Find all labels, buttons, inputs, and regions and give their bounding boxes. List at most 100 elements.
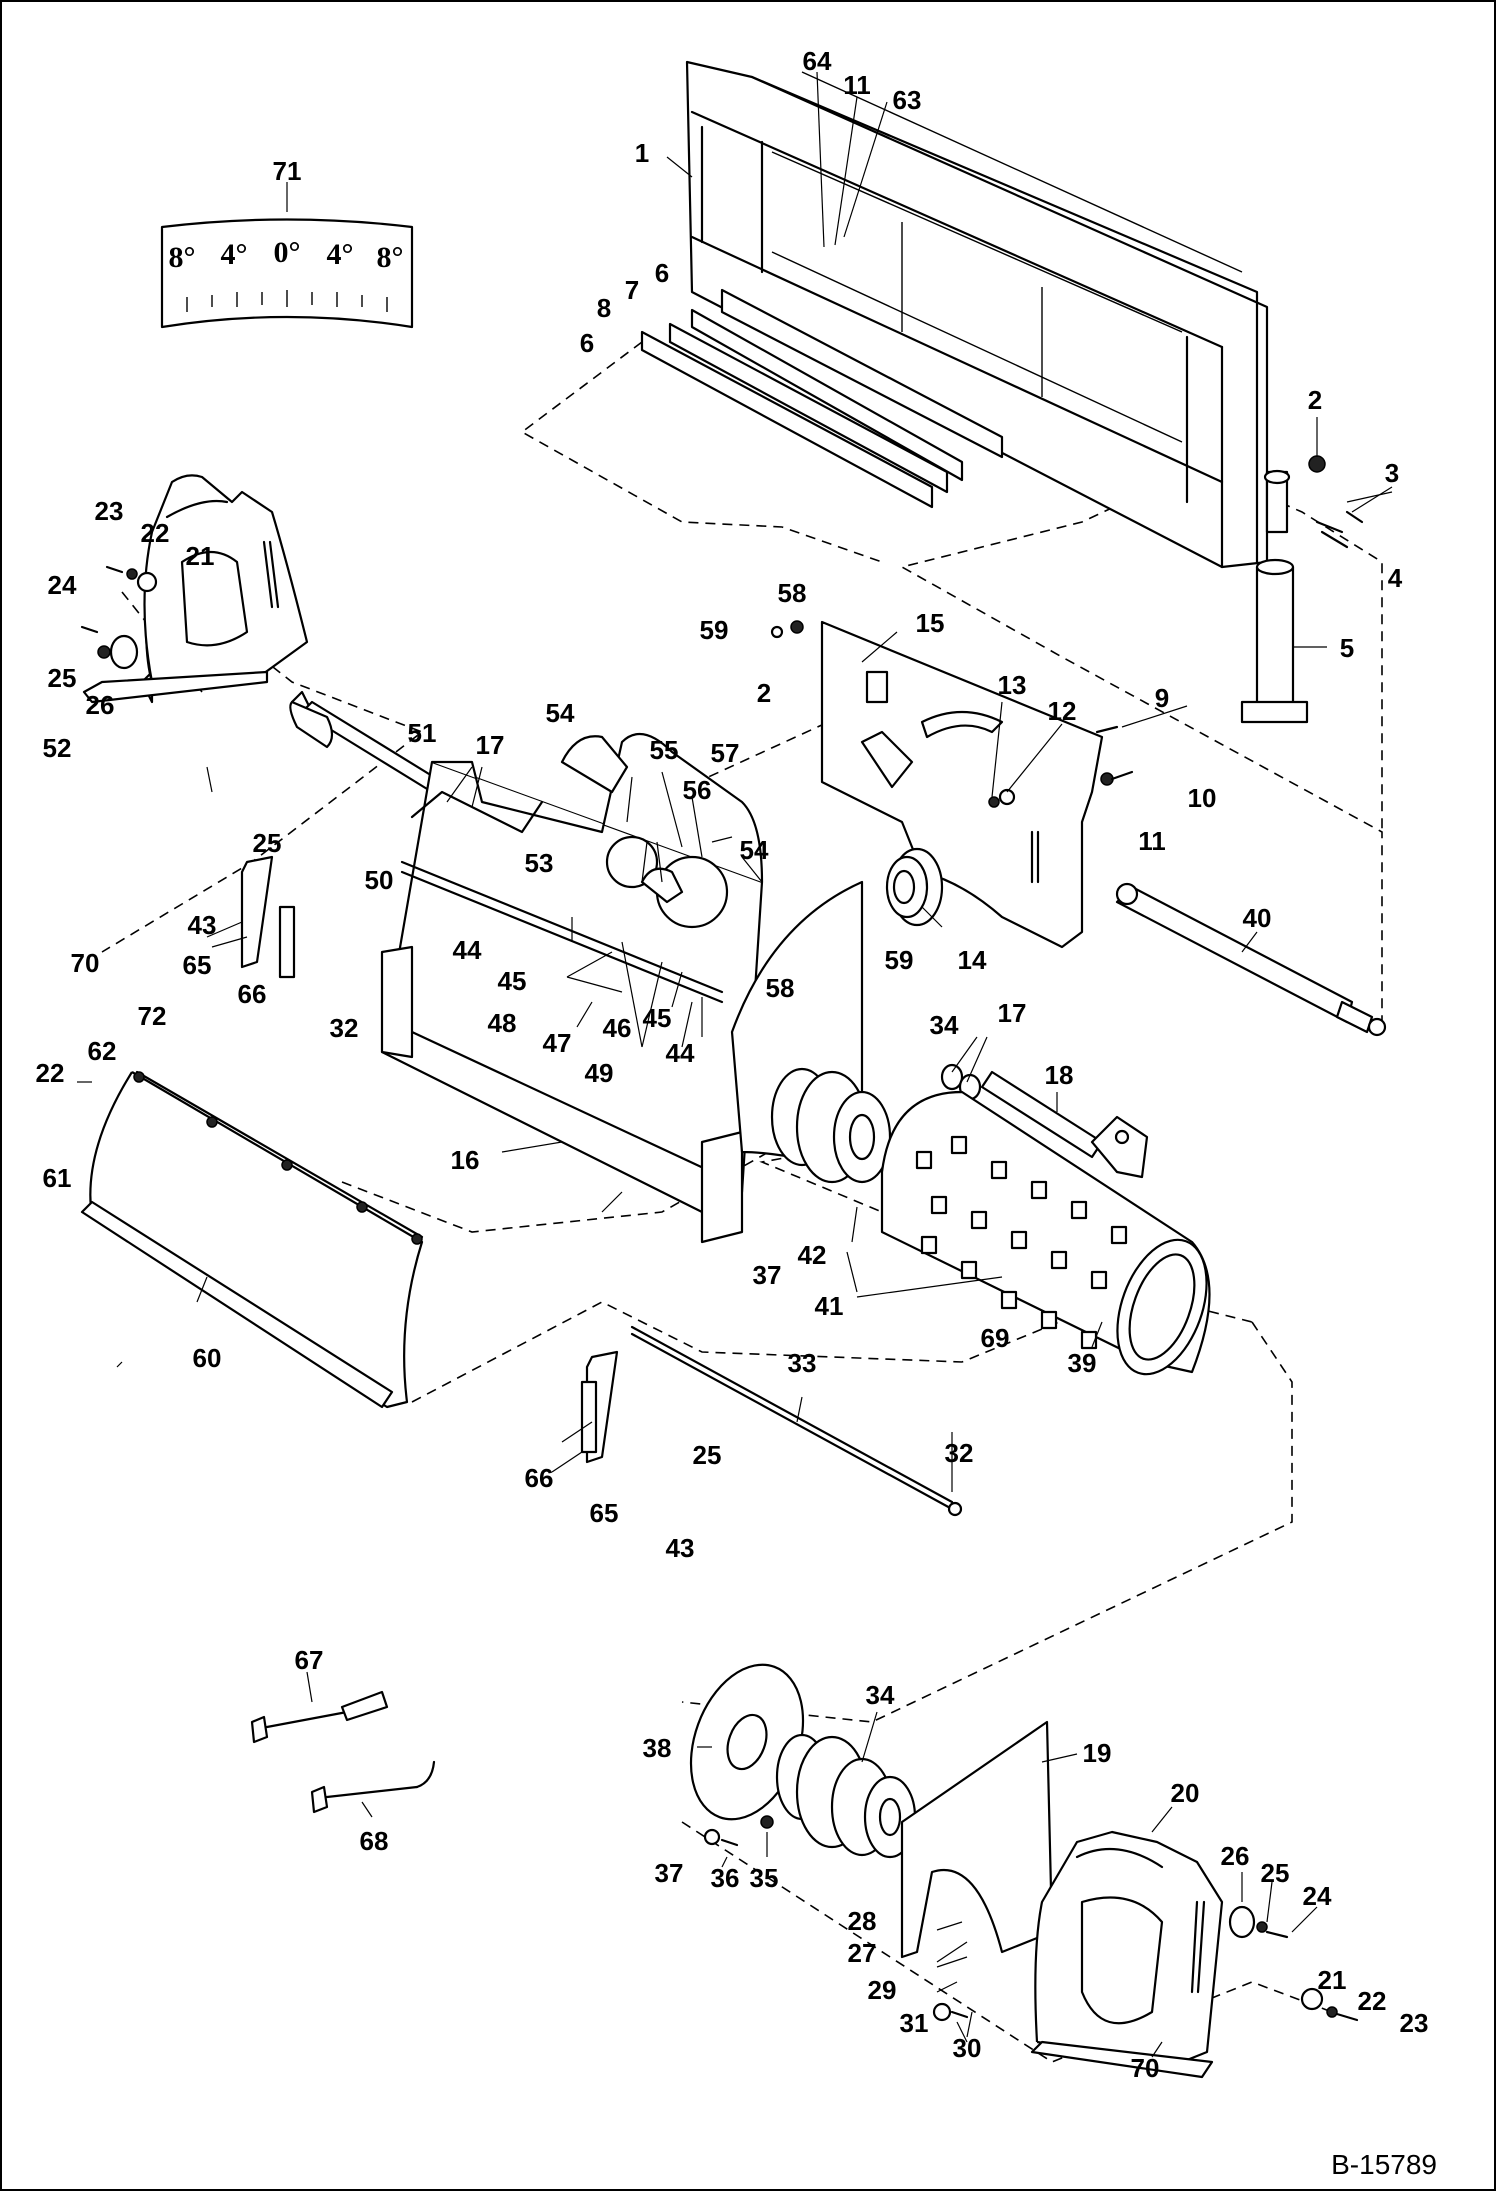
callout-32: 32 (945, 1438, 974, 1468)
callout-22: 22 (141, 518, 170, 548)
callout-21: 21 (186, 541, 215, 571)
callout-5: 5 (1340, 633, 1354, 663)
callout-40: 40 (1243, 903, 1272, 933)
callout-11: 11 (843, 70, 871, 100)
callout-43: 43 (188, 910, 217, 940)
side-plate-part-20 (1030, 1830, 1224, 2079)
scale-mark-0: 0° (274, 236, 301, 269)
callout-41: 41 (815, 1291, 844, 1321)
callout-60: 60 (193, 1343, 222, 1373)
angle-scale-labels: 8° 4° 0° 4° 8° (169, 236, 404, 274)
callout-54: 54 (546, 698, 575, 728)
callout-31: 31 (900, 2008, 929, 2038)
callout-70: 70 (1131, 2053, 1160, 2083)
left-hardware-group (80, 565, 158, 670)
leader-lines (77, 71, 1393, 2058)
callout-68: 68 (360, 1826, 389, 1856)
callout-64: 64 (803, 46, 832, 76)
callout-2: 2 (757, 678, 771, 708)
callout-51: 51 (408, 718, 437, 748)
callout-37: 37 (655, 1858, 684, 1888)
hardware-parts-2-3-4 (1308, 455, 1364, 549)
callout-46: 46 (603, 1013, 632, 1043)
callout-39: 39 (1068, 1348, 1097, 1378)
brackets-parts-65-66 (240, 855, 619, 1464)
callout-65: 65 (590, 1498, 619, 1528)
callout-27: 27 (848, 1938, 877, 1968)
callout-3: 3 (1385, 458, 1399, 488)
callout-28: 28 (848, 1906, 877, 1936)
scale-mark-4-left: 4° (221, 238, 248, 271)
callout-13: 13 (998, 670, 1027, 700)
callout-62: 62 (88, 1036, 117, 1066)
callout-24: 24 (1303, 1881, 1332, 1911)
callout-71: 71 (273, 156, 302, 186)
callout-9: 9 (1155, 683, 1169, 713)
callout-58: 58 (778, 578, 807, 608)
callout-56: 56 (683, 775, 712, 805)
callout-4: 4 (1388, 563, 1403, 593)
callout-57: 57 (711, 738, 740, 768)
callout-48: 48 (488, 1008, 517, 1038)
callout-72: 72 (138, 1001, 167, 1031)
callout-42: 42 (798, 1240, 827, 1270)
callout-7: 7 (625, 275, 639, 305)
angle-scale-part-71 (160, 218, 414, 329)
callout-2: 2 (1308, 385, 1322, 415)
callout-55: 55 (650, 735, 679, 765)
callout-53: 53 (525, 848, 554, 878)
callout-19: 19 (1083, 1738, 1112, 1768)
callout-37: 37 (753, 1260, 782, 1290)
right-hardware-group (703, 1815, 1359, 2022)
callout-29: 29 (868, 1975, 897, 2005)
callout-22: 22 (1358, 1986, 1387, 2016)
rod-part-33 (630, 1325, 963, 1517)
callout-67: 67 (295, 1645, 324, 1675)
side-plate-part-52 (82, 474, 309, 704)
bearing-hub-part-14 (885, 847, 944, 927)
callout-34: 34 (930, 1010, 959, 1040)
callout-1: 1 (635, 138, 649, 168)
callout-25: 25 (1261, 1858, 1290, 1888)
callout-38: 38 (643, 1733, 672, 1763)
callout-63: 63 (893, 85, 922, 115)
disc-part-38 (689, 1663, 805, 1821)
callout-32: 32 (330, 1013, 359, 1043)
callout-25: 25 (253, 828, 282, 858)
callout-23: 23 (95, 496, 124, 526)
callout-58: 58 (766, 973, 795, 1003)
callout-17: 17 (998, 998, 1027, 1028)
callout-6: 6 (655, 258, 669, 288)
callout-61: 61 (43, 1163, 72, 1193)
callout-35: 35 (750, 1863, 779, 1893)
callout-11: 11 (1138, 826, 1166, 856)
tools-parts-67-68 (250, 1690, 436, 1814)
callout-50: 50 (365, 865, 394, 895)
callout-59: 59 (700, 615, 729, 645)
callout-44: 44 (666, 1038, 695, 1068)
jack-stand-part-5 (1240, 558, 1309, 724)
scale-mark-8-right: 8° (377, 241, 404, 274)
callout-18: 18 (1045, 1060, 1074, 1090)
callout-47: 47 (543, 1028, 572, 1058)
callout-49: 49 (585, 1058, 614, 1088)
callout-15: 15 (916, 608, 945, 638)
callout-10: 10 (1188, 783, 1217, 813)
side-plate-part-19 (900, 1720, 1054, 1959)
callout-25: 25 (48, 663, 77, 693)
rotor-housing-part-16 (380, 732, 864, 1244)
drive-motor-part-34-upper (770, 1067, 892, 1184)
callout-21: 21 (1318, 1965, 1347, 1995)
callout-44: 44 (453, 935, 482, 965)
callout-66: 66 (525, 1463, 554, 1493)
callout-52: 52 (43, 733, 72, 763)
side-plate-part-15 (820, 620, 1104, 949)
callout-43: 43 (666, 1533, 695, 1563)
callout-26: 26 (86, 690, 115, 720)
hydraulic-cylinder-part-40 (1115, 882, 1387, 1037)
callout-66: 66 (238, 979, 267, 1009)
rotor-drum-part-39 (880, 1090, 1211, 1376)
drive-motor-part-34-lower (775, 1733, 917, 1859)
